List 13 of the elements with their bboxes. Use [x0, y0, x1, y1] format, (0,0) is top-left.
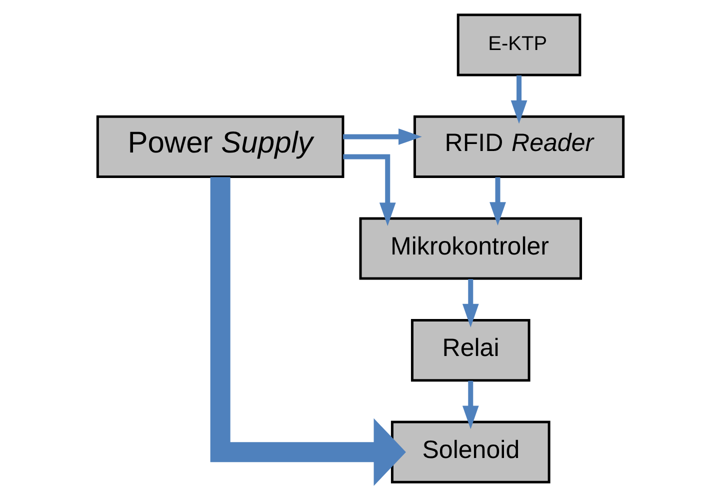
arrow	[210, 177, 406, 486]
node-box: Relai	[410, 319, 530, 382]
arrow	[343, 154, 396, 226]
arrow	[462, 279, 479, 328]
arrow	[510, 75, 528, 124]
arrow	[490, 177, 506, 226]
node-box: Mikrokontroler	[359, 217, 582, 280]
arrow	[343, 128, 422, 145]
arrow	[462, 380, 479, 430]
node-box: Power Supply	[96, 115, 344, 178]
node-box: Solenoid	[390, 420, 550, 484]
node-box: RFID Reader	[413, 115, 625, 178]
node-box: E-KTP	[456, 14, 582, 76]
